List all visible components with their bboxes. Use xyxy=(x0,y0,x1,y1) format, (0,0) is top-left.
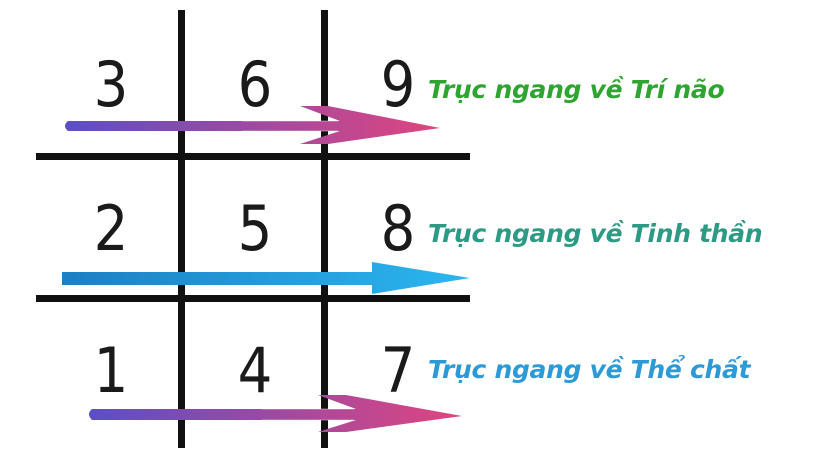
grid-cell-digit: 8 xyxy=(380,192,416,265)
grid-vertical-line-left xyxy=(178,10,185,448)
arrow-spiritual-axis xyxy=(62,262,470,294)
grid-cell-digit: 7 xyxy=(380,334,416,407)
grid-cell-digit: 4 xyxy=(237,334,273,407)
arrow-mental-axis xyxy=(65,106,440,144)
grid-vertical-line-right xyxy=(321,10,328,448)
grid-cell-digit: 2 xyxy=(93,192,129,265)
axis-label-spiritual: Trục ngang về Tinh thần xyxy=(428,219,763,248)
grid-cell-digit: 9 xyxy=(380,48,416,121)
grid-cell-digit: 1 xyxy=(93,334,129,407)
axis-label-physical: Trục ngang về Thể chất xyxy=(428,355,751,384)
grid-cell-digit: 3 xyxy=(93,48,129,121)
arrow-physical-axis xyxy=(89,395,462,432)
grid-cell-digit: 5 xyxy=(237,192,273,265)
grid-horizontal-line-top xyxy=(36,153,470,160)
axis-label-mental: Trục ngang về Trí não xyxy=(428,75,725,104)
grid-cell-digit: 6 xyxy=(237,48,273,121)
grid-horizontal-line-bottom xyxy=(36,295,470,302)
